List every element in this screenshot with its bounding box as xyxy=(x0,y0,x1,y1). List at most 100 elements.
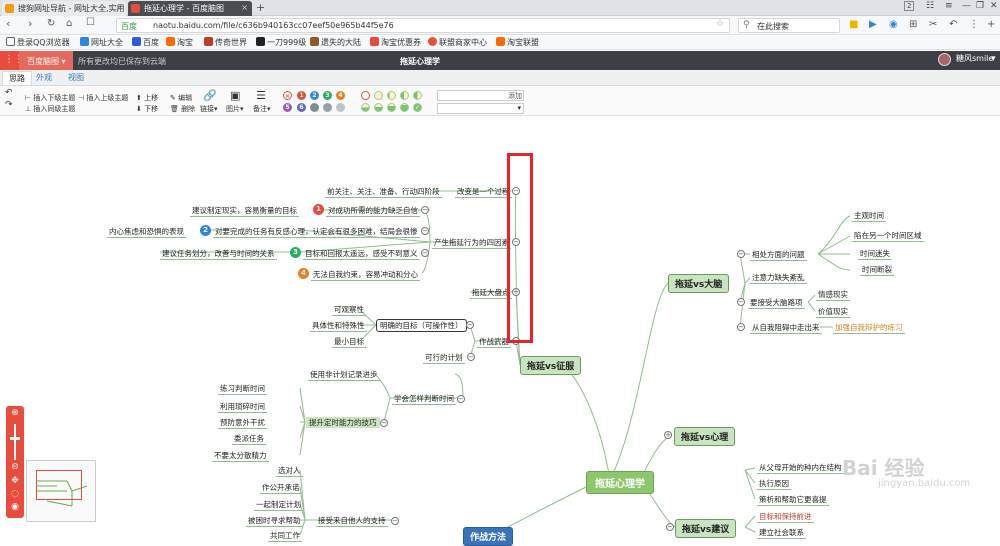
collapse-icon[interactable]: − xyxy=(380,419,388,427)
node-timing-skills[interactable]: 提升定时能力的技巧 xyxy=(306,417,380,428)
new-tab-icon[interactable]: + xyxy=(256,1,266,14)
add-icon[interactable]: + xyxy=(987,19,996,30)
resource-input[interactable] xyxy=(437,90,524,101)
node-subjective-time[interactable]: 主观时间 xyxy=(852,211,886,222)
node-relationship-issues[interactable]: 相处方面的问题 xyxy=(750,250,807,261)
undo-icon[interactable]: ↶ xyxy=(5,88,13,98)
insert-parent-button[interactable]: ⊣ 插入上级主题 xyxy=(78,93,128,103)
hub-fight-method[interactable]: 作战方法 xyxy=(463,527,514,546)
refresh-icon[interactable]: ↻ xyxy=(47,18,56,29)
node-social-link[interactable]: 建立社会联系 xyxy=(757,528,806,539)
bookmark-legend[interactable]: 传奇世界 xyxy=(204,37,247,48)
expand-icon[interactable]: + xyxy=(664,431,672,439)
resource-select[interactable]: ▾ xyxy=(437,103,524,114)
node-time-break[interactable]: 时间断裂 xyxy=(860,265,894,276)
browser-tab-naotu[interactable]: 拖延心理学 - 百度脑图× xyxy=(128,1,252,16)
tab-view[interactable]: 视图 xyxy=(68,73,84,82)
node-delegate[interactable]: 委派任务 xyxy=(232,434,266,445)
hub-psychology[interactable]: 拖延vs心理 xyxy=(674,427,736,446)
node-change-process[interactable]: 改变是一个过程 xyxy=(455,187,512,198)
note-icon[interactable]: ☰ xyxy=(256,89,266,102)
collapse-icon[interactable]: − xyxy=(666,523,674,531)
brand-dropdown[interactable]: 百度脑图 ▾ xyxy=(19,51,73,70)
node-strategy-help[interactable]: 策析和帮助它更喜提 xyxy=(757,495,829,506)
insert-sibling-button[interactable]: ⊥ 插入同级主题 xyxy=(25,104,75,114)
home-icon[interactable]: ⌂ xyxy=(66,18,73,29)
bookmark-qq-login[interactable]: 登录QQ浏览器 xyxy=(6,37,70,48)
priority-3-icon[interactable]: 3 xyxy=(323,91,332,100)
bookmark-coupon[interactable]: 淘宝优惠券 xyxy=(370,37,421,48)
close-window-icon[interactable]: ✕ xyxy=(990,1,998,11)
mindmap-canvas[interactable] xyxy=(0,117,1000,538)
priority-6-icon[interactable]: 6 xyxy=(297,103,306,112)
tab-appearance[interactable]: 外观 xyxy=(36,73,52,82)
node-realistic-goals[interactable]: 建议制定现实，容易衡量的目标 xyxy=(190,206,299,217)
remove-progress-icon[interactable] xyxy=(361,91,370,100)
expand-icon[interactable]: + xyxy=(512,288,520,296)
collapse-icon[interactable]: − xyxy=(466,321,474,329)
progress-done-icon[interactable]: ✓ xyxy=(413,103,422,112)
bookmark-merchant[interactable]: 联盟商家中心 xyxy=(428,37,487,48)
node-divide-tasks[interactable]: 建议任务划分，改善与时间的关系 xyxy=(160,249,277,260)
shirt-icon[interactable]: ☷ xyxy=(926,1,935,11)
node-execute-reason[interactable]: 执行原因 xyxy=(757,479,791,490)
node-procrastination-review[interactable]: 拖延大盘点 xyxy=(470,288,512,299)
chevron-down-icon[interactable]: ▾ xyxy=(991,54,996,64)
delete-button[interactable]: 🗑 删除 xyxy=(170,104,195,114)
node-self-defense[interactable]: 加强自我辩护的练习 xyxy=(833,323,905,334)
node-seek-help[interactable]: 被困时寻求帮助 xyxy=(246,516,303,527)
bookmark-lost-land[interactable]: 遗失的大陆 xyxy=(310,37,361,48)
priority-7-icon[interactable] xyxy=(310,103,319,112)
zoom-slider-handle[interactable] xyxy=(10,437,20,440)
root-node[interactable]: 拖延心理学 xyxy=(586,471,654,494)
zoom-out-icon[interactable]: ⊖ xyxy=(11,462,19,472)
collapse-icon[interactable]: − xyxy=(467,353,475,361)
collapse-icon[interactable]: − xyxy=(421,206,429,214)
collapse-icon[interactable]: − xyxy=(737,323,745,331)
collapse-icon[interactable]: − xyxy=(512,238,520,246)
node-accept-brain[interactable]: 要接受大脑路项 xyxy=(748,298,805,309)
node-time-lost[interactable]: 时间迷失 xyxy=(858,249,892,260)
node-four-stages[interactable]: 前关注、关注、准备、行动四阶段 xyxy=(325,187,442,198)
close-tab-icon[interactable]: × xyxy=(241,3,248,12)
favorites-icon[interactable]: ☐ xyxy=(86,17,95,28)
progress-1-icon[interactable] xyxy=(387,91,396,100)
image-button[interactable]: 图片▾ xyxy=(226,105,244,113)
node-goal-far[interactable]: 目标和回报太遥远，感受不到意义 xyxy=(303,249,420,260)
add-resource-button[interactable]: 添加 xyxy=(508,92,522,100)
hub-brain[interactable]: 拖延vs大脑 xyxy=(668,274,730,293)
node-value-reality[interactable]: 价值现实 xyxy=(816,307,850,318)
priority-5-icon[interactable]: 5 xyxy=(283,103,292,112)
menu-icon[interactable]: ≡ xyxy=(945,1,953,11)
close-tab-icon[interactable]: × xyxy=(115,3,122,12)
node-impulsive[interactable]: 无法自我约束，容易冲动和分心 xyxy=(311,270,420,281)
collapse-icon[interactable]: − xyxy=(391,517,399,525)
bookmark-baidu[interactable]: 百度 xyxy=(132,37,159,48)
remove-priority-icon[interactable]: × xyxy=(283,91,292,100)
node-fragment-time[interactable]: 利用琐碎时间 xyxy=(218,402,267,413)
node-goal-keep[interactable]: 目标和保持前进 xyxy=(757,512,814,523)
node-clear-goal[interactable]: 明确的目标（可操作性） xyxy=(376,319,467,332)
priority-4-icon[interactable]: 4 xyxy=(336,91,345,100)
node-parents-structure[interactable]: 从父母开始的种内在结构 xyxy=(757,463,844,474)
restore-icon[interactable]: ❐ xyxy=(976,1,985,11)
move-down-button[interactable]: ⬇ 下移 xyxy=(136,104,158,114)
redo-icon[interactable]: ↷ xyxy=(5,100,13,110)
grid-icon[interactable]: ⊞ xyxy=(909,19,918,30)
progress-7-icon[interactable] xyxy=(400,103,409,112)
priority-2-icon[interactable]: 2 xyxy=(310,91,319,100)
minimap-viewport[interactable] xyxy=(36,470,82,500)
node-judge-time[interactable]: 学会怎样判断时间 xyxy=(392,394,456,405)
node-record-progress[interactable]: 使用非计划记录进步 xyxy=(308,370,380,381)
node-focus[interactable]: 不要太分散精力 xyxy=(212,451,269,462)
link-button[interactable]: 链接▾ xyxy=(200,105,218,113)
priority-8-icon[interactable] xyxy=(323,103,332,112)
insert-child-button[interactable]: ⊢ 插入下级主题 xyxy=(25,93,75,103)
bookmark-url-nav[interactable]: 网址大全 xyxy=(80,37,123,48)
priority-1-icon[interactable]: 1 xyxy=(297,91,306,100)
hub-conquer[interactable]: 拖延vs征服 xyxy=(520,356,582,375)
node-min-goal[interactable]: 最小目标 xyxy=(332,337,366,348)
progress-4-icon[interactable] xyxy=(361,103,370,112)
node-attention-deficit[interactable]: 注意力缺失紊乱 xyxy=(750,273,807,284)
